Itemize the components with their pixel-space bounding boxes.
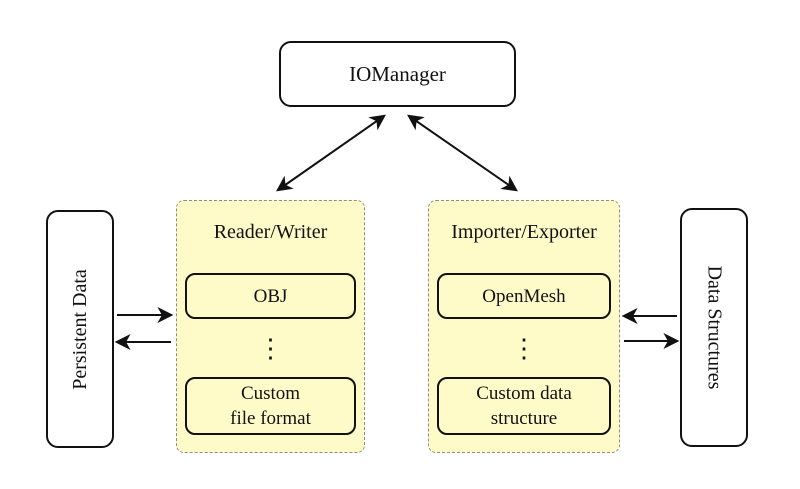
node-openmesh: OpenMesh xyxy=(437,273,611,319)
arrow-iomanager-readerwriter xyxy=(276,114,386,192)
node-custom-file-format: Custom file format xyxy=(185,377,356,435)
node-persistent-data: Persistent Data xyxy=(46,210,114,448)
importer-exporter-title: Importer/Exporter xyxy=(451,221,597,243)
custom-data-structure-line1: Custom data xyxy=(476,383,572,404)
group-importer-exporter: Importer/Exporter OpenMesh ⋮ Custom data… xyxy=(428,200,620,453)
group-reader-writer: Reader/Writer OBJ ⋮ Custom file format xyxy=(176,200,365,453)
reader-writer-title: Reader/Writer xyxy=(213,221,328,243)
arrow-iomanager-importerexporter xyxy=(407,114,518,192)
data-structures-label: Data Structures xyxy=(703,265,726,390)
custom-file-format-line1: Custom xyxy=(240,383,301,404)
node-custom-data-structure: Custom data structure xyxy=(437,377,611,435)
node-data-structures: Data Structures xyxy=(680,208,748,447)
node-obj: OBJ xyxy=(185,273,356,319)
openmesh-label: OpenMesh xyxy=(482,285,566,307)
node-io-manager: IOManager xyxy=(279,41,516,107)
obj-label: OBJ xyxy=(253,285,288,307)
vertical-ellipsis-icon: ⋮ xyxy=(257,334,284,363)
persistent-data-label: Persistent Data xyxy=(68,268,91,390)
custom-file-format-line2: file format xyxy=(230,408,311,429)
vertical-ellipsis-icon: ⋮ xyxy=(511,334,537,363)
custom-data-structure-line2: structure xyxy=(490,408,558,429)
io-manager-label: IOManager xyxy=(349,61,446,86)
